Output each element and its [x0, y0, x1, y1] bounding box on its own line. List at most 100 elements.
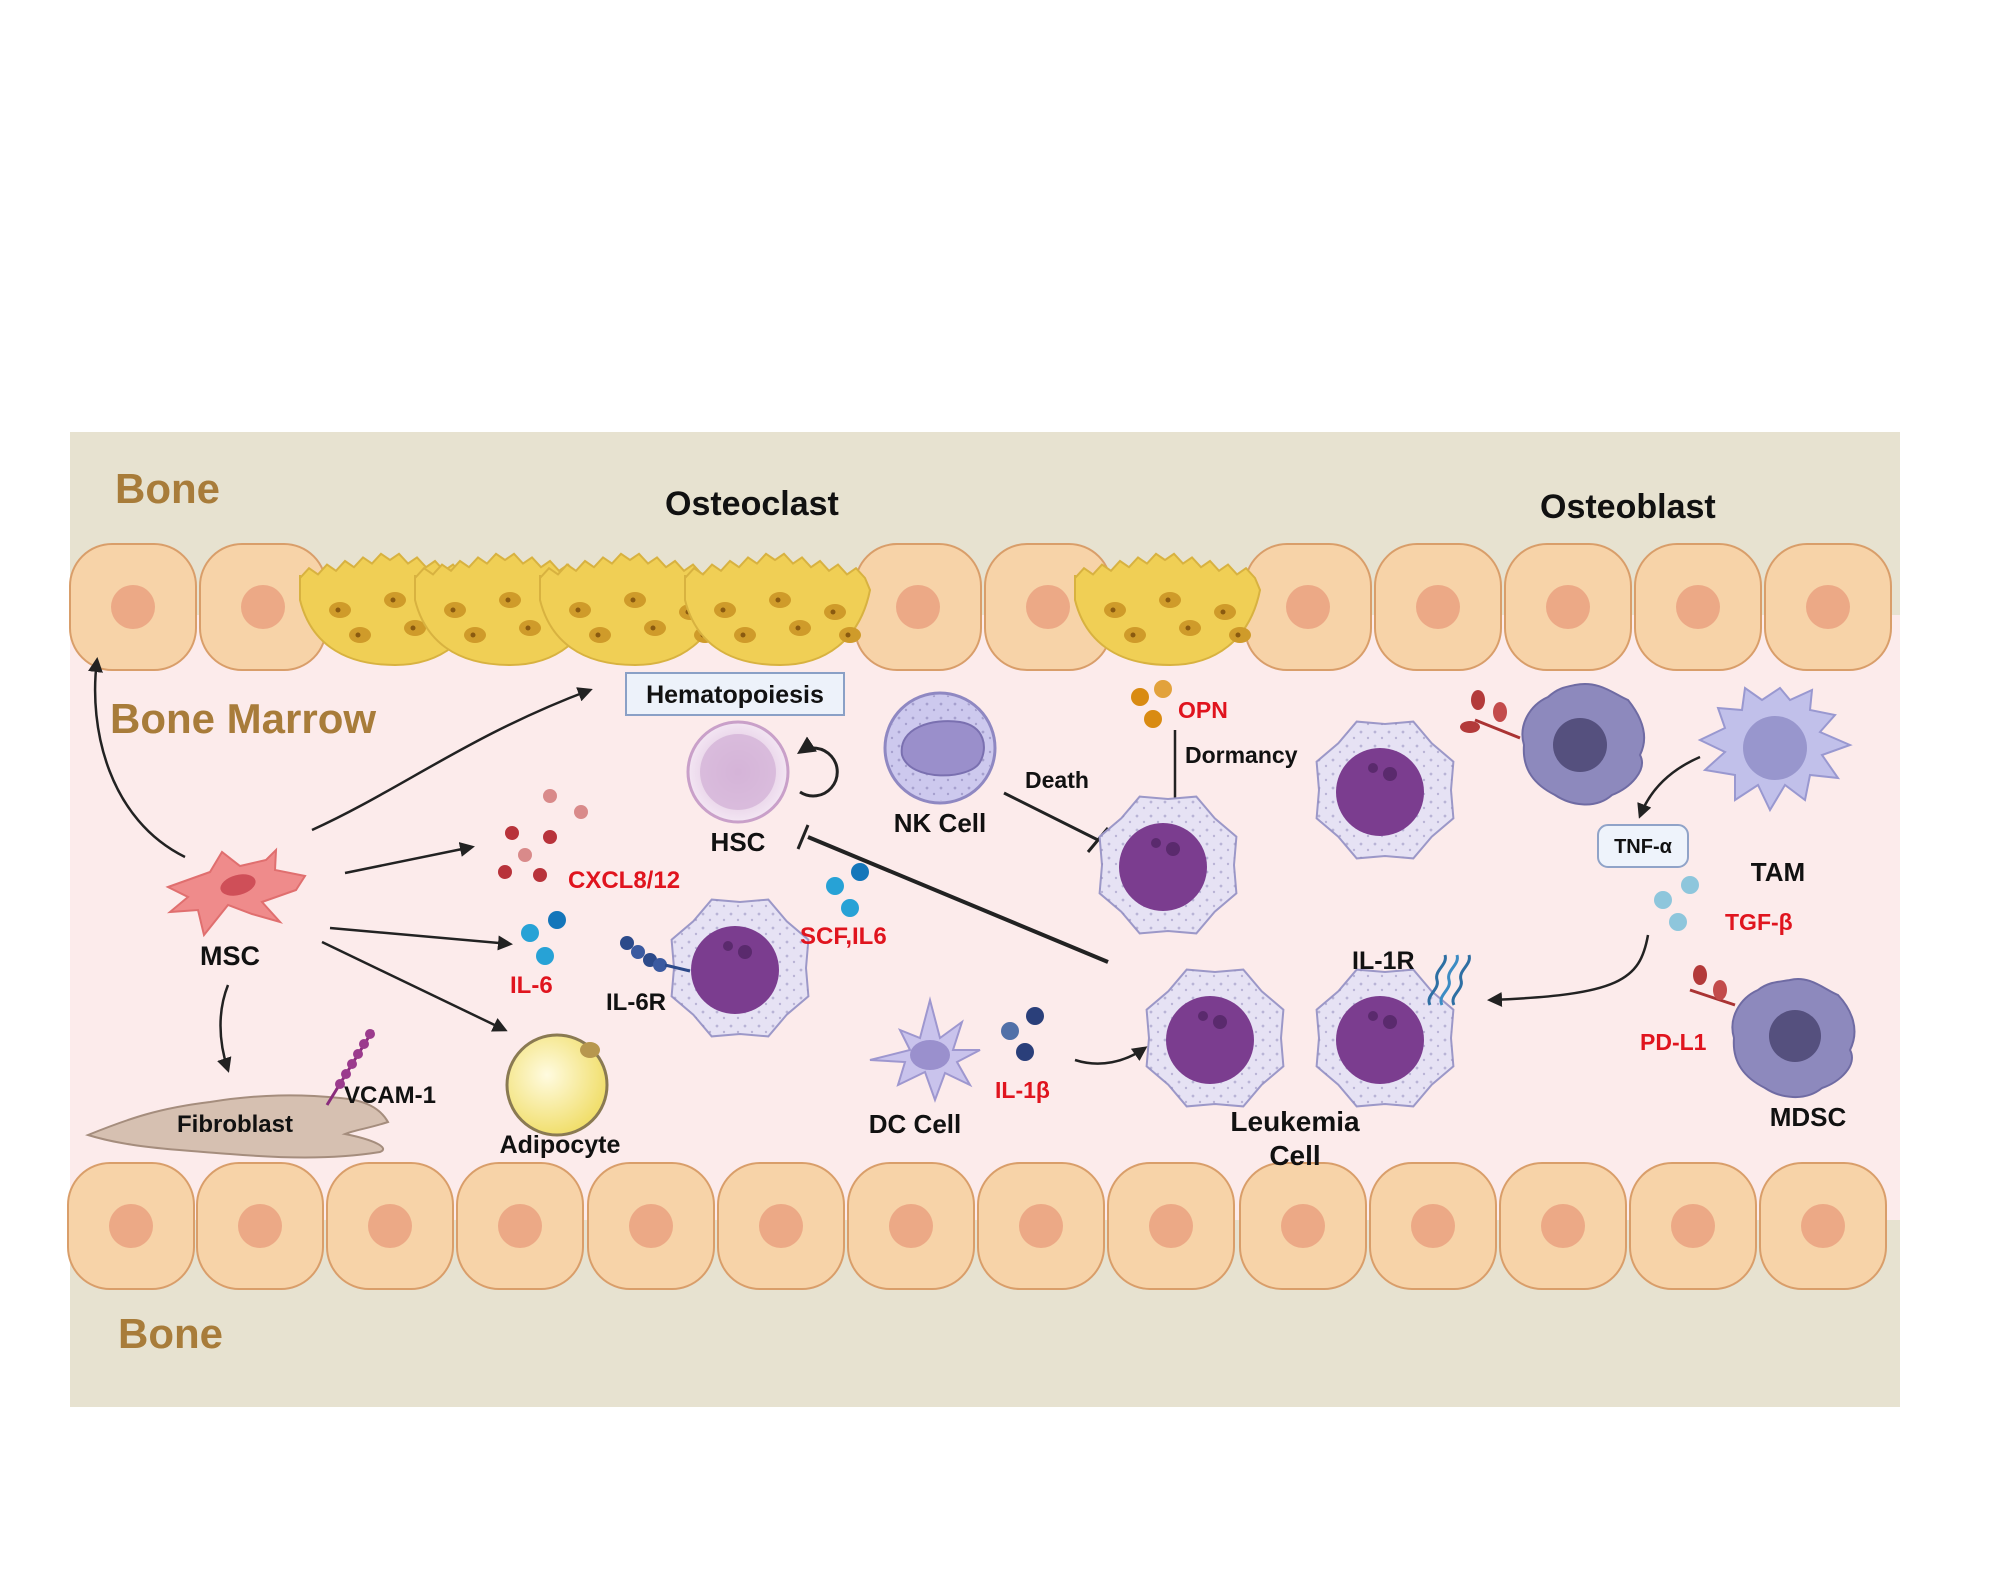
hsc-label: HSC — [711, 827, 766, 857]
tnf-box — [1597, 824, 1689, 868]
leukemia-cell — [1145, 968, 1285, 1108]
vcam-receptor — [325, 1029, 375, 1106]
leukemia-cell — [1315, 968, 1455, 1108]
il1b-particles — [1001, 1007, 1044, 1061]
bone-lining-cell — [1239, 1162, 1367, 1290]
osteoclast-label: Osteoclast — [665, 485, 839, 523]
msc-to-adipocyte-arrow — [321, 940, 508, 1032]
msc-label: MSC — [200, 941, 260, 971]
fibroblast-label: Fibroblast — [177, 1111, 293, 1138]
msc-nucleus — [220, 874, 256, 896]
opn-particle — [1131, 688, 1149, 706]
death-inhibit-line — [1003, 791, 1099, 842]
dormancy-label: Dormancy — [1185, 742, 1298, 768]
leukemia-cell-group — [670, 720, 1455, 1108]
osteoclast-cell — [684, 552, 872, 667]
self-renew-arrow — [796, 736, 839, 798]
hsc-inhibit-bar — [796, 824, 810, 850]
mdsc-cell — [1689, 965, 1856, 1099]
top-cell-row — [69, 543, 1892, 671]
pdl1-label: PD-L1 — [1640, 1029, 1707, 1055]
bone-lining-cell — [977, 1162, 1105, 1290]
bone-lining-cell — [587, 1162, 715, 1290]
tgf-to-leukemia-arrow — [1487, 934, 1650, 1008]
il6r-receptor — [620, 936, 691, 973]
il1r-label: IL-1R — [1352, 947, 1415, 975]
leukemia-cell — [1098, 795, 1238, 935]
opn-particle — [1154, 680, 1172, 698]
tam-label: TAM — [1751, 857, 1805, 887]
leukemia-cell — [670, 898, 810, 1038]
osteoclast-cell — [1074, 552, 1262, 667]
fibroblast-cell — [85, 1094, 390, 1159]
il1b-label: IL-1β — [995, 1077, 1050, 1103]
tam-cell — [1697, 686, 1853, 813]
opn-label: OPN — [1178, 697, 1228, 723]
bone-lining-cell — [1107, 1162, 1235, 1290]
hematopoiesis-label: Hematopoiesis — [646, 681, 824, 709]
adipocyte-label: Adipocyte — [500, 1131, 621, 1159]
dc-cell-label: DC Cell — [869, 1109, 961, 1139]
bone-marrow-label: Bone Marrow — [110, 695, 376, 742]
bone-lining-cell — [854, 543, 982, 671]
nk-cell-label: NK Cell — [894, 808, 986, 838]
il1b-arrow — [1074, 1046, 1148, 1065]
osteoclast-group — [299, 552, 1262, 667]
cxcl-particles — [498, 789, 588, 882]
dc-nucleus — [910, 1040, 950, 1070]
msc-to-cxcl-arrow — [344, 842, 475, 875]
bone-lining-cell — [1504, 543, 1632, 671]
tgf-label: TGF-β — [1725, 909, 1793, 935]
bone-lining-cell — [1764, 543, 1892, 671]
bone-lining-cell — [1499, 1162, 1627, 1290]
osteoblast-label: Osteoblast — [1540, 488, 1716, 526]
scf-particles — [826, 863, 869, 917]
vcam-label: VCAM-1 — [344, 1082, 436, 1109]
tnf-label: TNF-α — [1614, 836, 1673, 858]
il6r-label: IL-6R — [606, 989, 666, 1016]
bone-top-label: Bone — [115, 465, 220, 512]
bone-lining-cell — [1374, 543, 1502, 671]
msc-to-osteoclast-arrow — [311, 687, 593, 832]
bone-lining-cell — [1629, 1162, 1757, 1290]
mdsc-label: MDSC — [1770, 1102, 1847, 1132]
nk-nucleus — [900, 720, 985, 777]
scf-il6-label: SCF,IL6 — [800, 923, 887, 950]
hsc-inner — [700, 734, 776, 810]
hematopoiesis-box — [625, 672, 845, 716]
mdsc-cell-top — [1460, 683, 1646, 806]
hsc-inhibit-line — [807, 835, 1109, 964]
bone-lining-cell — [1369, 1162, 1497, 1290]
cxcl-label: CXCL8/12 — [568, 867, 680, 894]
bone-lining-cell — [196, 1162, 324, 1290]
bone-lining-cell — [456, 1162, 584, 1290]
adipocyte-cell — [505, 1033, 609, 1137]
bone-lining-cell — [67, 1162, 195, 1290]
bone-lining-cell — [199, 543, 327, 671]
bone-lining-cell — [326, 1162, 454, 1290]
opn-particle — [1144, 710, 1162, 728]
il6-label: IL-6 — [510, 972, 553, 999]
bone-lining-cell — [1244, 543, 1372, 671]
tam-to-tnf-arrow — [1637, 755, 1701, 819]
msc-to-il6-arrow — [329, 926, 513, 951]
bone-lining-cell — [717, 1162, 845, 1290]
msc-to-bone-arrow — [88, 657, 186, 859]
msc-to-fibroblast-arrow — [217, 984, 232, 1073]
bone-lining-cell — [1634, 543, 1762, 671]
leukemia-cell — [1315, 720, 1455, 860]
bone-lining-cell — [847, 1162, 975, 1290]
bone-lining-cell — [69, 543, 197, 671]
adipocyte-nucleus — [580, 1042, 600, 1058]
leukemia-label-line1: Leukemia — [1230, 1106, 1360, 1137]
bone-bottom-label: Bone — [118, 1310, 223, 1357]
il6-particles — [521, 911, 566, 965]
death-label: Death — [1025, 767, 1089, 793]
bone-lining-cell — [1759, 1162, 1887, 1290]
il1r-receptor — [1427, 954, 1471, 1006]
tgf-particles — [1654, 876, 1699, 931]
leukemia-label-line2: Cell — [1269, 1140, 1320, 1171]
bottom-cell-row — [67, 1162, 1887, 1290]
